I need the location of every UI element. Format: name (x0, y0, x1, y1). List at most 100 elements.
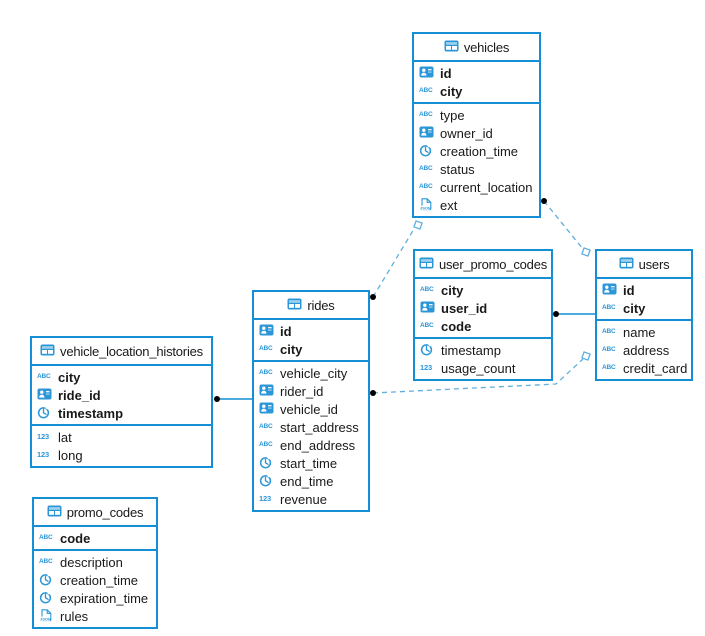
relationship-dot-marker (541, 198, 547, 204)
table-title: rides (307, 297, 335, 313)
field-name: status (440, 161, 475, 177)
relationship-rides-to-vehicles (372, 228, 415, 298)
field-name: rules (60, 608, 89, 624)
field-name: rider_id (280, 383, 324, 399)
field-row-end_time: end_time (254, 472, 368, 490)
123-type-icon: 123 (259, 494, 271, 504)
clock-icon (259, 474, 277, 489)
relationship-square-marker (581, 247, 591, 257)
field-row-credit_card: ABC credit_card (597, 359, 691, 377)
field-name: city (441, 282, 464, 298)
abc-type-icon: ABC (39, 557, 53, 565)
field-name: code (441, 318, 472, 334)
table-icon (419, 257, 434, 272)
table-header-promo_codes[interactable]: promo_codes (34, 499, 156, 527)
field-name: code (60, 530, 91, 546)
id-card-icon (259, 384, 277, 398)
table-header-user_promo_codes[interactable]: user_promo_codes (415, 251, 551, 279)
field-name: end_address (280, 437, 356, 453)
field-row-user_id: user_id (415, 299, 551, 317)
field-name: revenue (280, 491, 327, 507)
field-row-creation_time: creation_time (414, 142, 539, 160)
field-name: expiration_time (60, 590, 149, 606)
field-name: timestamp (441, 342, 501, 358)
field-name: city (58, 369, 81, 385)
table-title: users (638, 256, 670, 272)
field-name: city (623, 300, 646, 316)
abc-type-icon: ABC (419, 164, 433, 172)
clock-icon (39, 591, 57, 606)
field-row-code: ABC code (415, 317, 551, 335)
relationship-square-marker (413, 220, 423, 230)
field-row-start_time: start_time (254, 454, 368, 472)
field-name: credit_card (623, 360, 688, 376)
clock-icon (420, 343, 438, 358)
table-icon (287, 298, 302, 313)
abc-type-icon: ABC (259, 344, 273, 352)
abc-type-icon: ABC (420, 321, 434, 329)
relationship-square-marker (581, 351, 591, 361)
relationship-dot-marker (553, 311, 559, 317)
abc-type-icon: ABC (259, 368, 273, 376)
relationship-dot-marker (214, 396, 220, 402)
id-card-icon (259, 324, 277, 338)
relationship-dot-marker (370, 390, 376, 396)
table-header-vehicle_location_histories[interactable]: vehicle_location_histories (32, 338, 211, 366)
table-icon (444, 40, 459, 55)
svg-text:JSON: JSON (40, 616, 51, 621)
abc-type-icon: ABC (602, 363, 616, 371)
field-name: creation_time (60, 572, 139, 588)
field-name: ext (440, 197, 458, 213)
clock-icon (419, 144, 437, 159)
id-card-icon (602, 283, 620, 297)
field-row-id: id (414, 64, 539, 82)
table-header-rides[interactable]: rides (254, 292, 368, 320)
field-name: start_time (280, 455, 338, 471)
field-name: lat (58, 429, 72, 445)
abc-type-icon: ABC (420, 285, 434, 293)
clock-icon (37, 406, 55, 421)
field-row-id: id (254, 322, 368, 340)
id-card-icon (259, 402, 277, 416)
field-row-id: id (597, 281, 691, 299)
field-name: id (280, 323, 292, 339)
123-type-icon: 123 (37, 450, 49, 460)
field-name: vehicle_id (280, 401, 338, 417)
field-name: name (623, 324, 656, 340)
relationship-dot-marker (370, 294, 376, 300)
field-name: vehicle_city (280, 365, 348, 381)
table-header-vehicles[interactable]: vehicles (414, 34, 539, 62)
table-header-users[interactable]: users (597, 251, 691, 279)
relationship-vehicles-to-users (543, 200, 584, 250)
field-row-revenue: 123 revenue (254, 490, 368, 508)
abc-type-icon: ABC (419, 110, 433, 118)
field-row-vehicle_city: ABC vehicle_city (254, 364, 368, 382)
field-row-vehicle_id: vehicle_id (254, 400, 368, 418)
field-name: current_location (440, 179, 533, 195)
table-icon (40, 344, 55, 359)
field-name: creation_time (440, 143, 519, 159)
clock-icon (39, 573, 57, 588)
